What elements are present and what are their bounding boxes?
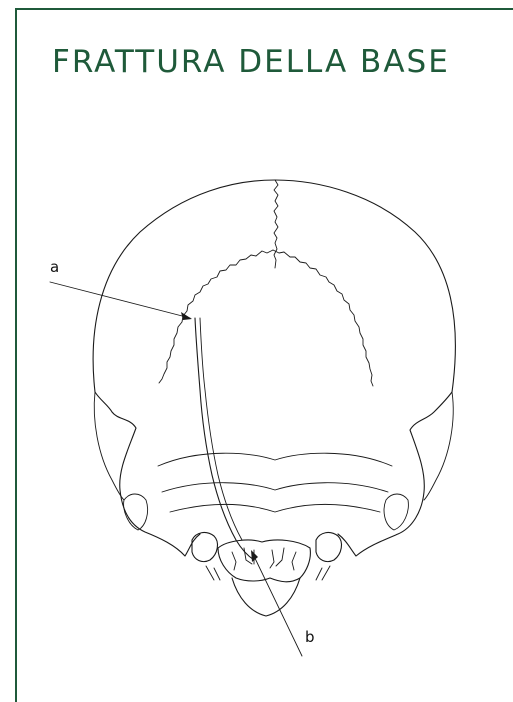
right-condyle (316, 533, 341, 562)
pointer-b-line (252, 552, 302, 656)
left-mastoid (95, 392, 200, 556)
fracture-line (195, 318, 254, 560)
superior-nuchal-line (158, 453, 392, 466)
basal-details-right (270, 548, 296, 570)
right-mastoid (338, 392, 452, 556)
vomer-base (232, 578, 300, 616)
inferior-nuchal-line (162, 483, 388, 492)
lambdoid-suture-right (273, 250, 373, 386)
occipital-lower-contour (170, 504, 380, 512)
lambdoid-suture-left (159, 250, 273, 383)
label-a: a (50, 258, 59, 276)
foramen-magnum-area (218, 540, 310, 582)
left-mastoid-inner (124, 494, 148, 530)
right-mastoid-inner (384, 494, 408, 530)
right-temporal-edge (424, 392, 453, 500)
sagittal-suture (274, 180, 278, 268)
pointer-a-line (50, 282, 190, 318)
basal-details-left (232, 548, 254, 570)
label-b: b (305, 628, 315, 646)
left-condyle (192, 533, 217, 562)
